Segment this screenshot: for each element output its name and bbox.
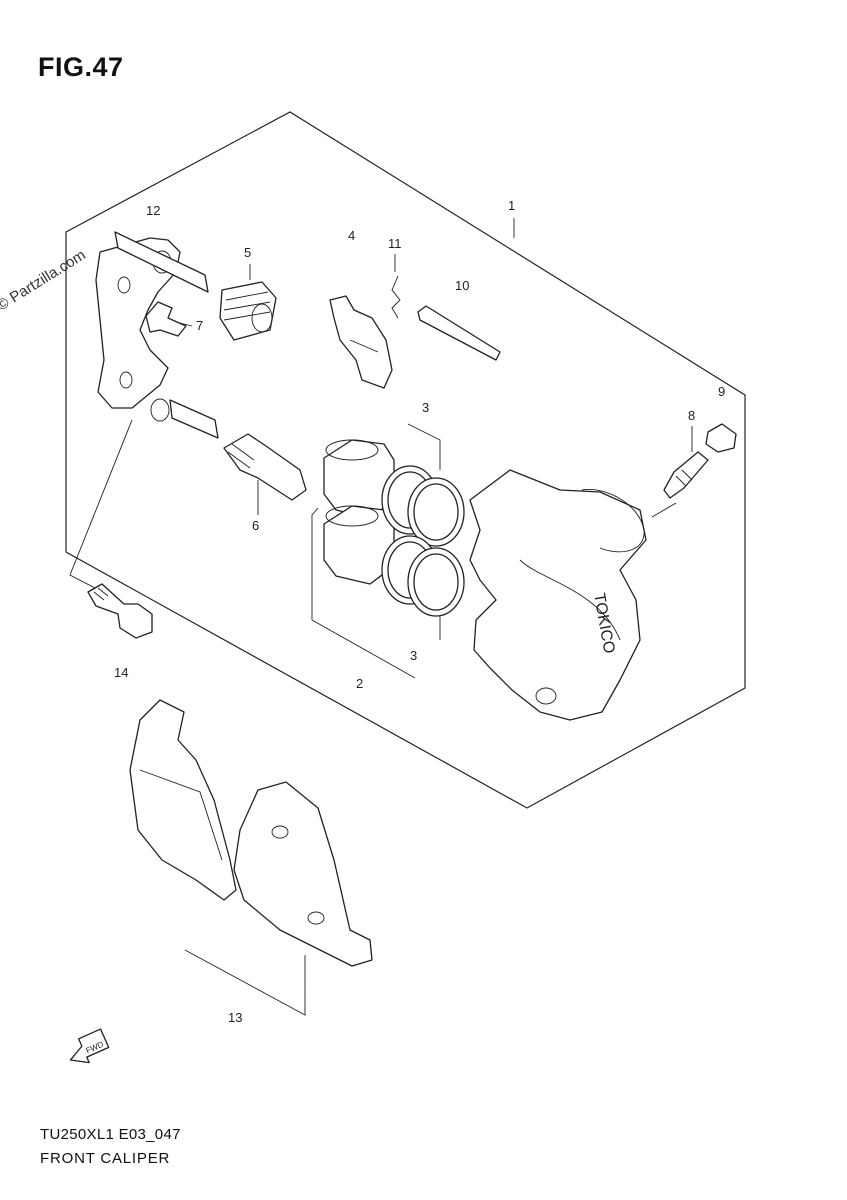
part-9-bleeder-cap[interactable]: [705, 423, 737, 453]
callout-10[interactable]: 10: [455, 278, 469, 293]
part-10-pad-pin[interactable]: [417, 305, 501, 361]
part-13-brake-pads[interactable]: [129, 699, 373, 967]
callout-14[interactable]: 14: [114, 665, 128, 680]
callout-12[interactable]: 12: [146, 203, 160, 218]
part-1-caliper-body[interactable]: TOKICO: [469, 469, 647, 721]
callout-3-upper[interactable]: 3: [422, 400, 429, 415]
callout-6[interactable]: 6: [252, 518, 259, 533]
part-8-bleeder-screw[interactable]: [663, 451, 709, 499]
callout-9[interactable]: 9: [718, 384, 725, 399]
callout-2[interactable]: 2: [356, 676, 363, 691]
leader-lines: [69, 218, 693, 1016]
part-4-pad-shim[interactable]: [329, 295, 393, 389]
footer-diagram-name: FRONT CALIPER: [40, 1150, 171, 1167]
assembly-boundary-box: [65, 111, 746, 809]
part-5-pin-boot[interactable]: [219, 281, 277, 341]
part-3-piston-seals[interactable]: [381, 465, 465, 617]
part-12-caliper-bracket[interactable]: [95, 231, 219, 439]
part-11-pin-clip[interactable]: [391, 275, 401, 319]
callout-1[interactable]: 1: [508, 198, 515, 213]
callout-4[interactable]: 4: [348, 228, 355, 243]
part-2-pistons[interactable]: [323, 439, 395, 585]
callout-11[interactable]: 11: [388, 236, 402, 251]
callout-5[interactable]: 5: [244, 245, 251, 260]
callout-7[interactable]: 7: [196, 318, 203, 333]
callout-8[interactable]: 8: [688, 408, 695, 423]
callout-13[interactable]: 13: [228, 1010, 242, 1025]
figure-title: FIG.47: [38, 52, 124, 82]
callout-3-lower[interactable]: 3: [410, 648, 417, 663]
fwd-direction-arrow: FWD: [69, 1028, 110, 1064]
part-14-bracket-bolt[interactable]: [87, 583, 153, 639]
part-7-pad-spring[interactable]: [145, 301, 187, 337]
footer-diagram-code: TU250XL1 E03_047: [40, 1126, 181, 1143]
part-6-slide-pin[interactable]: [223, 433, 307, 501]
